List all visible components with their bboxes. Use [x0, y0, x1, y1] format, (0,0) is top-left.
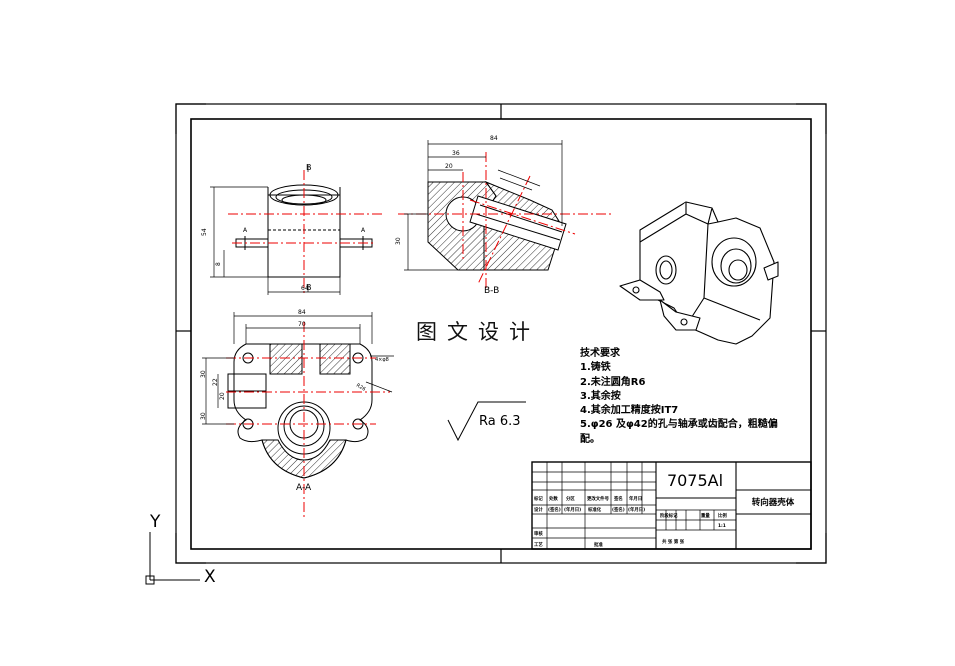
tb-ratio: 比例	[718, 512, 727, 519]
tb-row2-sign: (签名)	[548, 506, 561, 513]
tb-stage: 阶段标记	[660, 512, 678, 519]
tb-row2-std: 标准化	[587, 506, 602, 513]
bb-dim-20: 20	[445, 163, 453, 170]
bb-centerlines	[398, 152, 612, 288]
tech-title: 技术要求	[580, 348, 620, 359]
tb-process: 工艺	[534, 541, 543, 548]
bb-dim-36: 36	[452, 150, 460, 157]
ucs-y-label: Y	[149, 512, 161, 532]
front-dim-width: 64	[301, 285, 309, 292]
watermark: 图文设计	[402, 315, 554, 347]
part-name: 转向器壳体	[751, 498, 795, 508]
tb-row2-sign2: (签名)	[612, 506, 625, 513]
front-dim-small: 8	[215, 262, 222, 266]
tb-approve: 批准	[594, 541, 603, 548]
tech-item-5: 5.φ26 及φ42的孔与轴承或齿配合，粗糙偏	[580, 419, 778, 431]
tech-item-4: 4.其余加工精度按IT7	[580, 405, 679, 417]
tb-row2-design: 设计	[534, 506, 543, 513]
bb-dim-30: 30	[395, 237, 402, 245]
aa-centerlines	[226, 322, 390, 520]
tb-sheet: 共 张 第 张	[662, 538, 685, 545]
aa-dim-hole: 4×φ8	[375, 357, 389, 363]
tb-row2-date: (年月日)	[564, 506, 581, 513]
tb-scale: 1:1	[718, 523, 726, 529]
aa-dim-r: R26	[355, 383, 367, 393]
aa-dim-30b: 30	[200, 412, 207, 420]
roughness-symbol	[447, 401, 526, 442]
aa-dims	[202, 312, 394, 425]
tech-item-6: 配。	[580, 433, 600, 445]
tb-review: 审核	[534, 530, 543, 537]
front-marker-b-bottom: B	[306, 283, 312, 292]
tb-row2-date2: (年月日)	[628, 506, 645, 513]
technical-requirements: 技术要求 1.铸铁 2.未注圆角R6 3.其余按 4.其余加工精度按IT7 5.…	[580, 347, 778, 447]
title-block	[531, 461, 812, 550]
tb-label-file: 更改文件号	[587, 495, 610, 502]
bb-dim-84: 84	[490, 135, 498, 142]
aa-dim-84: 84	[298, 309, 306, 316]
ucs-icon	[145, 532, 200, 585]
tb-weight: 重量	[701, 512, 710, 519]
tech-item-1: 1.铸铁	[580, 362, 611, 374]
aa-dim-70: 70	[298, 321, 306, 328]
view-section-aa	[227, 343, 373, 479]
aa-dim-20: 20	[219, 392, 226, 400]
material-label: 7075Al	[666, 470, 724, 490]
ucs-x-label: X	[204, 567, 216, 587]
aa-dim-30a: 30	[200, 370, 207, 378]
view-isometric	[619, 201, 779, 345]
aa-section-label: A-A	[296, 483, 312, 493]
tb-label-sign: 签名	[613, 495, 623, 502]
tb-label-zone: 分区	[566, 495, 575, 502]
bb-section-label: B-B	[484, 286, 499, 296]
roughness-label: Ra 6.3	[479, 414, 521, 429]
tb-label-count: 处数	[548, 495, 558, 502]
front-marker-b-top: B	[306, 163, 312, 172]
front-dim-height: 54	[201, 228, 208, 236]
view-section-bb	[427, 180, 567, 271]
front-marker-a-right: A	[361, 227, 366, 234]
front-dims	[210, 165, 341, 295]
trim-marks	[175, 103, 827, 564]
tech-item-3: 3.其余按	[580, 390, 621, 402]
front-centerlines	[228, 170, 382, 295]
tb-label-mark: 标记	[533, 495, 543, 502]
front-marker-a-left: A	[243, 227, 248, 234]
tb-label-date: 年月日	[629, 495, 642, 502]
tech-item-2: 2.未注圆角R6	[580, 376, 646, 388]
bb-dims	[404, 140, 563, 271]
aa-dim-22: 22	[212, 378, 219, 386]
title-block-labels: 标记 处数 分区 更改文件号 签名 年月日 设计 (签名) (年月日) 标准化 …	[533, 495, 727, 548]
